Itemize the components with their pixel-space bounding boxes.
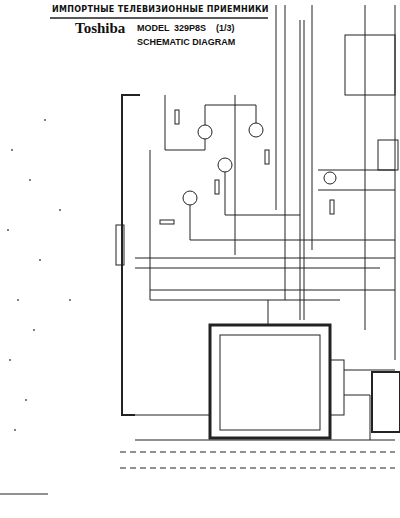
ic-block [378, 140, 398, 170]
model-number: 329P8S [174, 24, 206, 33]
speck [14, 429, 16, 431]
wire [285, 5, 286, 300]
wire [318, 170, 395, 171]
resistor-symbol [265, 150, 269, 164]
brand-logo: Toshiba [75, 21, 125, 36]
wire [276, 5, 277, 210]
wire [135, 440, 395, 441]
speck [17, 299, 19, 301]
wire [135, 268, 380, 269]
wire [165, 95, 205, 150]
module-outline [372, 372, 400, 432]
transistor-symbol [324, 172, 336, 184]
resistor-symbol [215, 180, 219, 194]
connector-block [116, 225, 124, 265]
resistor-symbol [330, 200, 334, 214]
header-rule [50, 17, 268, 19]
wire [365, 5, 366, 330]
resistor-symbol [175, 110, 179, 124]
wire [150, 290, 395, 291]
speck [11, 149, 13, 151]
scan-specks [7, 119, 71, 431]
wire [268, 300, 269, 325]
module-inner [220, 335, 320, 430]
wire [122, 415, 210, 416]
wire [318, 190, 395, 191]
wire [135, 258, 395, 259]
speck [59, 209, 61, 211]
speck [69, 299, 71, 301]
board-edge [122, 95, 140, 415]
speck [33, 329, 35, 331]
connector-block [330, 360, 344, 415]
ic-block [345, 35, 395, 95]
resistor-symbol [160, 220, 174, 224]
speck [29, 179, 31, 181]
transistor-symbol [198, 125, 212, 139]
wire [312, 5, 313, 250]
wire [235, 95, 236, 255]
wire [205, 105, 256, 125]
speck [25, 399, 27, 401]
wire [344, 370, 395, 371]
dashed-wire [120, 452, 395, 453]
page-header: ИМПОРТНЫЕ ТЕЛЕВИЗИОННЫЕ ПРИЕМНИКИ [52, 6, 269, 14]
wire [300, 20, 301, 320]
transistor-symbol [183, 191, 197, 205]
wire [344, 395, 370, 440]
speck [44, 119, 46, 121]
speck [9, 359, 11, 361]
model-label: MODEL [137, 24, 170, 33]
wire [304, 20, 305, 320]
wire [150, 150, 151, 300]
wire [150, 300, 340, 301]
transistor-symbol [249, 123, 263, 137]
sheet-number: (1/3) [216, 24, 235, 33]
module-outline [210, 325, 330, 438]
speck [7, 229, 9, 231]
wire [0, 494, 48, 495]
speck [39, 259, 41, 261]
wire [190, 205, 395, 240]
wire [225, 172, 300, 215]
dashed-wire [120, 468, 395, 469]
transistor-symbol [218, 158, 232, 172]
drawing-title: SCHEMATIC DIAGRAM [137, 38, 235, 47]
